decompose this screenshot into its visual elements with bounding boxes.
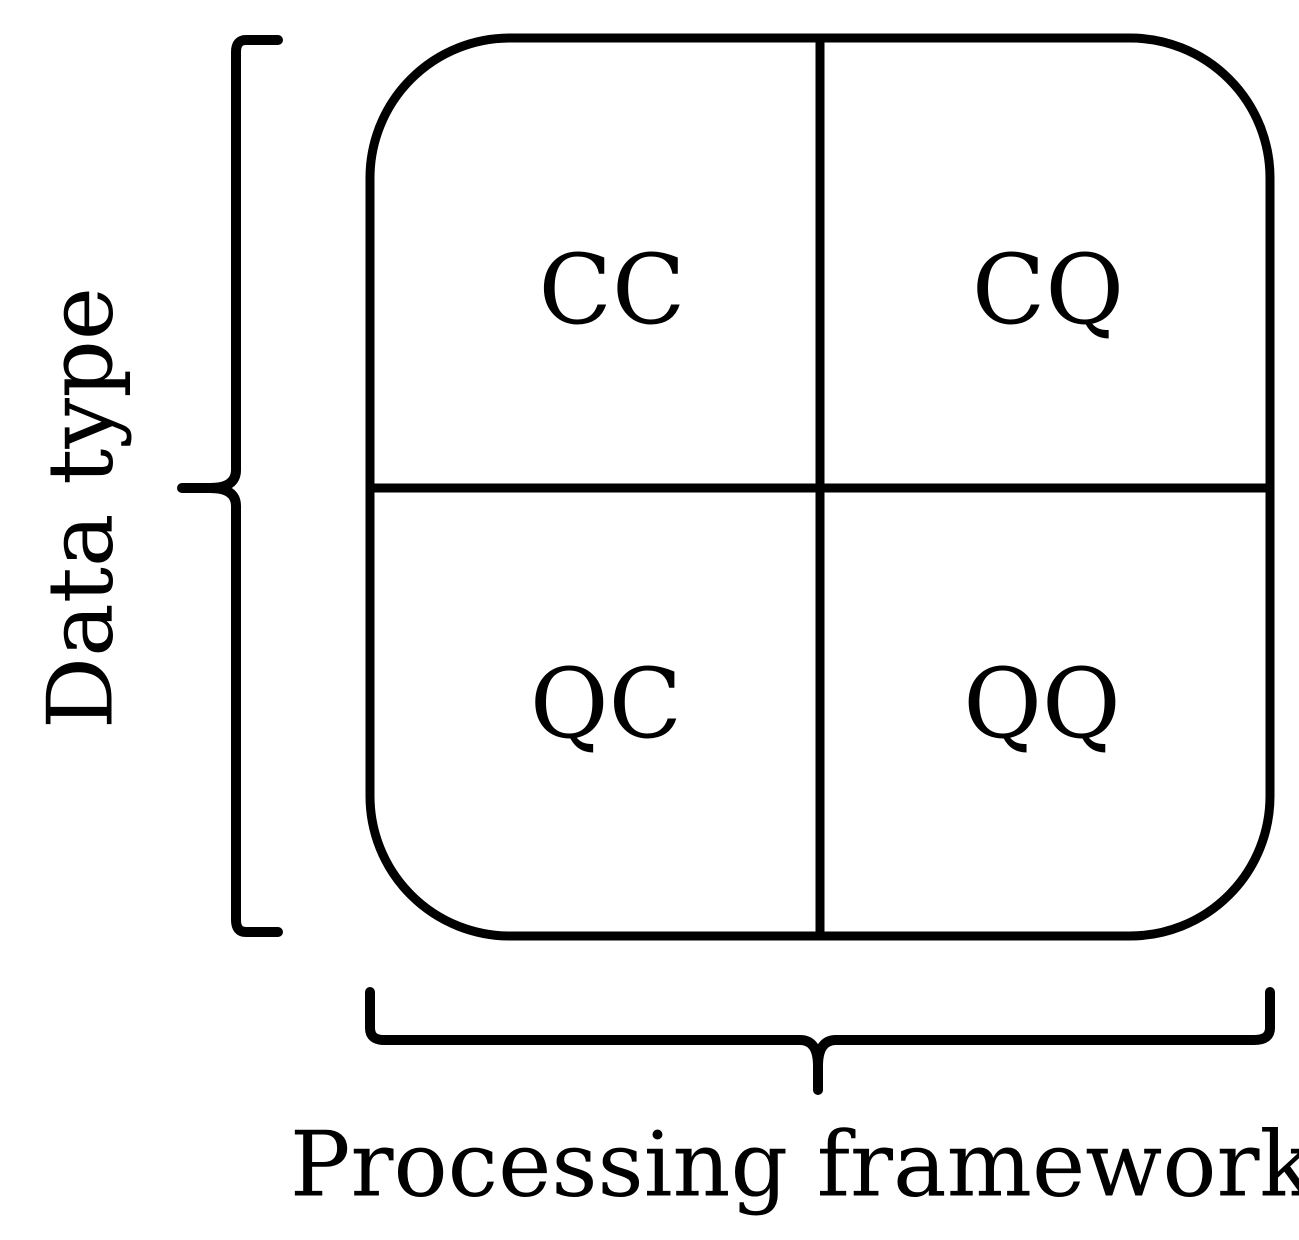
axis-label-processing-framework: Processing framework — [290, 1112, 1299, 1217]
vertical-brace — [177, 35, 283, 937]
axis-label-data-type: Data type — [28, 287, 133, 729]
cell-label-cc: CC — [539, 234, 686, 346]
quadrant-frame — [365, 33, 1275, 941]
cell-label-qq: QQ — [963, 648, 1120, 760]
horizontal-brace — [365, 987, 1275, 1095]
cell-label-cq: CQ — [972, 234, 1124, 346]
cell-label-qc: QC — [530, 648, 682, 760]
